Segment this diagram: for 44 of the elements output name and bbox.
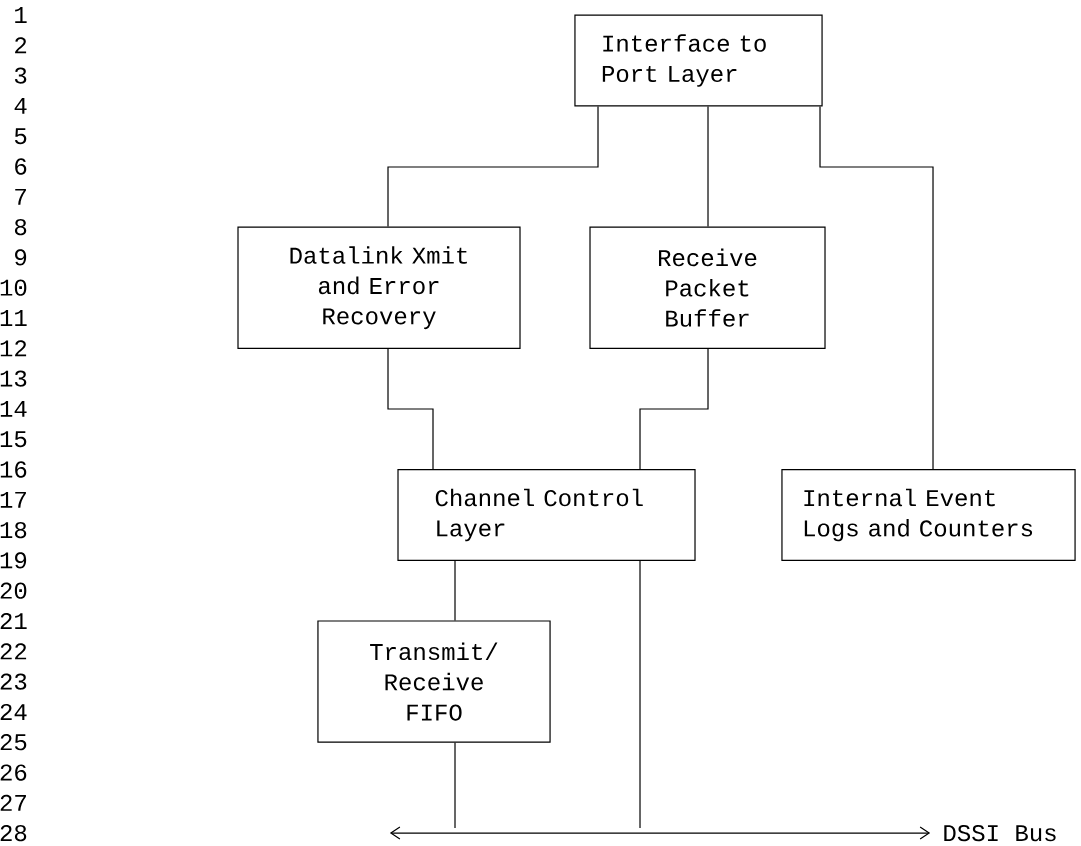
connector-line bbox=[387, 348, 434, 470]
connector-line bbox=[819, 105, 934, 470]
line-number: 5 bbox=[14, 128, 27, 145]
connector-line bbox=[639, 560, 641, 829]
process-box: Transmit/ Receive FIFO bbox=[317, 620, 551, 743]
line-number: 9 bbox=[15, 249, 27, 266]
line-number: 8 bbox=[14, 218, 27, 236]
line-number: 25 bbox=[0, 734, 27, 751]
connector-line bbox=[454, 560, 456, 621]
line-number: 6 bbox=[15, 158, 27, 175]
line-number: 4 bbox=[14, 98, 27, 114]
connector-line bbox=[639, 348, 709, 470]
line-number: 22 bbox=[0, 643, 27, 660]
line-number: 21 bbox=[0, 613, 27, 630]
line-number: 18 bbox=[0, 521, 27, 539]
connector-line bbox=[387, 105, 599, 228]
line-number: 27 bbox=[0, 794, 26, 811]
line-number: 24 bbox=[0, 703, 27, 720]
connector-line bbox=[707, 105, 709, 228]
process-box: Datalink Xmit and Error Recovery bbox=[237, 226, 521, 349]
line-number: 28 bbox=[0, 825, 27, 842]
process-box: Internal Event Logs and Counters bbox=[781, 468, 1076, 562]
line-number: 1 bbox=[15, 7, 27, 23]
line-number: 15 bbox=[0, 431, 27, 448]
process-box: Receive Packet Buffer bbox=[589, 226, 826, 349]
line-number: 14 bbox=[0, 401, 27, 417]
line-number: 23 bbox=[0, 673, 27, 690]
line-number: 7 bbox=[15, 188, 26, 205]
line-number: 2 bbox=[15, 37, 27, 54]
line-number: 12 bbox=[0, 340, 27, 357]
line-number: 3 bbox=[14, 67, 27, 84]
line-number: 26 bbox=[0, 764, 27, 781]
process-box: Interface to Port Layer bbox=[574, 14, 823, 107]
bus-arrow bbox=[389, 826, 931, 840]
line-number: 17 bbox=[0, 491, 26, 508]
connector-line bbox=[454, 742, 456, 829]
bus-label: DSSI Bus bbox=[944, 825, 1056, 842]
line-number: 13 bbox=[0, 370, 27, 387]
process-box: Channel Control Layer bbox=[397, 468, 696, 562]
line-number: 20 bbox=[0, 582, 27, 599]
line-number: 10 bbox=[0, 279, 27, 296]
line-number: 16 bbox=[0, 461, 27, 478]
line-number: 19 bbox=[0, 552, 27, 569]
line-number: 11 bbox=[0, 310, 27, 326]
